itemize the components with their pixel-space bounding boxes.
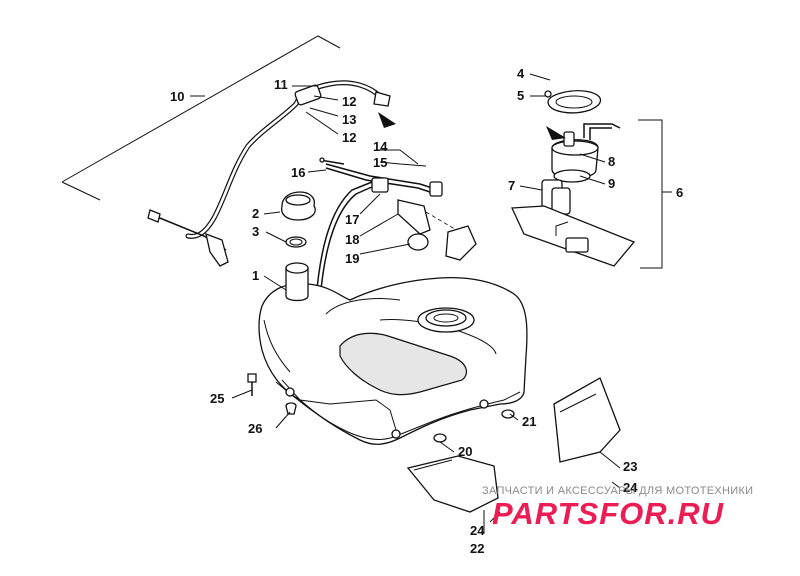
bracket-6: [638, 119, 672, 269]
callout-12-lower: 12: [342, 130, 356, 145]
watermark-tagline: ЗАПЧАСТИ И АКСЕССУАРЫ ДЛЯ МОТОТЕХНИКИ: [482, 485, 753, 497]
callout-16: 16: [291, 165, 305, 180]
callout-1: 1: [252, 268, 259, 283]
callout-12-upper: 12: [342, 94, 356, 109]
callout-24-bottom: 24: [470, 523, 485, 538]
leader-lines: [190, 73, 621, 534]
callout-11: 11: [274, 77, 288, 92]
arrow-icon: [378, 112, 396, 128]
callout-20: 20: [458, 444, 472, 459]
callout-3: 3: [252, 224, 259, 239]
callout-25: 25: [210, 391, 224, 406]
callout-labels: 10 11 12 13 12 14 15 16 17 18 19 2 3 1 4…: [170, 66, 683, 556]
callout-19: 19: [345, 251, 359, 266]
fuel-tank: [258, 262, 528, 445]
watermark-logo: PARTSFOR.RU: [492, 496, 725, 531]
callout-5: 5: [517, 88, 524, 103]
callout-23: 23: [623, 459, 637, 474]
bracket-10: [61, 35, 341, 201]
callout-17: 17: [345, 212, 359, 227]
callout-21: 21: [522, 414, 536, 429]
fuel-pump-assembly: [511, 90, 636, 267]
callout-2: 2: [252, 206, 259, 221]
callout-14: 14: [373, 139, 388, 154]
callout-13: 13: [342, 112, 356, 127]
callout-4: 4: [517, 66, 525, 81]
arrow-icon: [546, 126, 566, 140]
callout-15: 15: [373, 155, 387, 170]
fuel-line: [315, 163, 477, 301]
callout-9: 9: [608, 176, 615, 191]
callout-6: 6: [676, 185, 683, 200]
callout-8: 8: [608, 154, 615, 169]
fuel-cap: [280, 191, 316, 248]
callout-24-right: 24: [623, 480, 638, 495]
callout-10: 10: [170, 89, 184, 104]
callout-18: 18: [345, 232, 359, 247]
vent-hose-assembly: [147, 80, 391, 267]
callout-26: 26: [248, 421, 262, 436]
callout-7: 7: [508, 178, 515, 193]
skid-plates: [406, 377, 621, 513]
direction-arrows: [378, 112, 566, 140]
watermark: ЗАПЧАСТИ И АКСЕССУАРЫ ДЛЯ МОТОТЕХНИКИ PA…: [482, 485, 753, 531]
callout-22: 22: [470, 541, 484, 556]
